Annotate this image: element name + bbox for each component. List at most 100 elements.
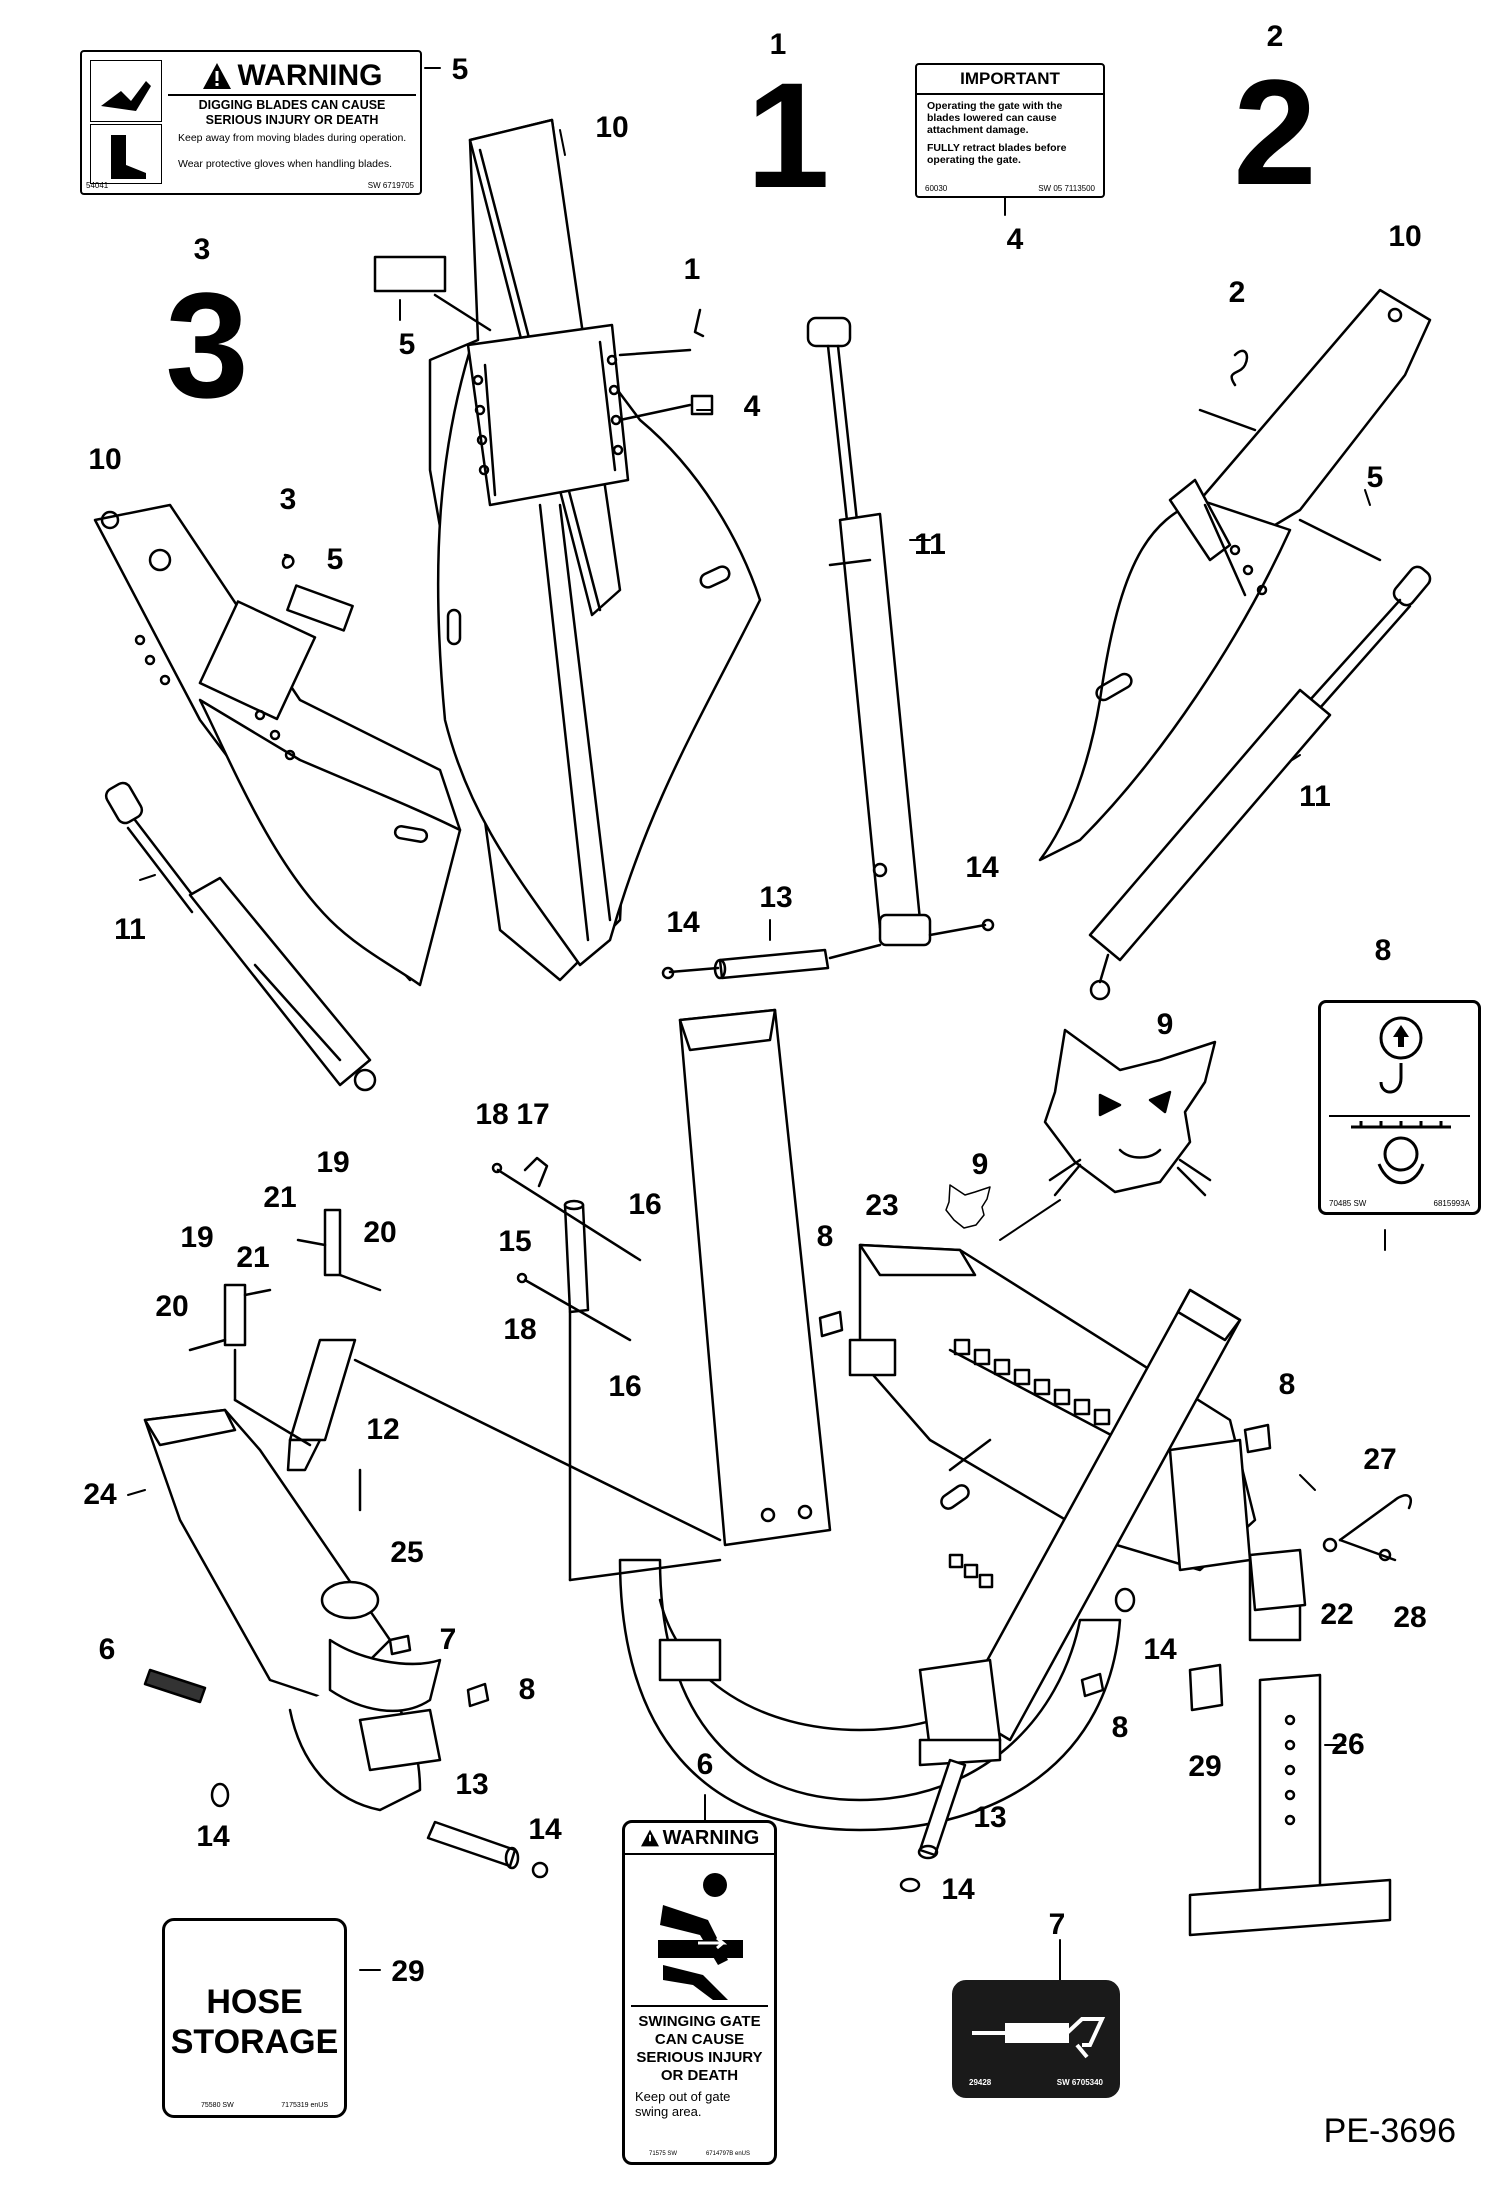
warning6-line1: SWINGING GATE (638, 2013, 761, 2030)
code-right: SW 6719705 (367, 181, 414, 190)
lift-decal-8: 70485 SW 6815993A (1318, 1000, 1481, 1215)
callout: 14 (528, 1813, 562, 1846)
warning6-line3: SERIOUS INJURY (636, 2049, 763, 2066)
hand-blade-icon (90, 60, 162, 122)
callout: 14 (1143, 1633, 1177, 1666)
important-text1: Operating the gate with the blades lower… (927, 100, 1063, 136)
pin-15-hardware (491, 1156, 722, 1582)
code-left: 54041 (86, 181, 109, 190)
callout: 23 (865, 1189, 899, 1222)
important-decal-4: IMPORTANT Operating the gate with the bl… (915, 63, 1105, 198)
callout: 21 (236, 1241, 270, 1274)
warning6-header: WARNING (625, 1823, 774, 1855)
callout: 6 (98, 1633, 116, 1666)
warning6-line4: OR DEATH (660, 2067, 739, 2084)
callout: 8 (1111, 1711, 1129, 1744)
callout: 5 (1366, 461, 1384, 494)
callout: 16 (608, 1370, 642, 1403)
callout: 27 (1363, 1443, 1397, 1476)
code-right: 6714797B enUS (705, 2151, 750, 2157)
hose-line2: STORAGE (170, 2023, 339, 2061)
code-left: 29428 (969, 2078, 992, 2087)
section-number-3: 3 (165, 261, 249, 429)
callout: 5 (398, 328, 416, 361)
pin-13-center (661, 918, 995, 980)
grease-decal-7: 29428 SW 6705340 (952, 1980, 1120, 2098)
grease-gun-icon (972, 2017, 1106, 2059)
callout: 5 (326, 543, 344, 576)
bobcat-logo-icon (1043, 1028, 1217, 1197)
important-title: IMPORTANT (917, 65, 1103, 95)
boot-icon (90, 124, 162, 184)
lift-divider (1329, 1115, 1470, 1117)
code-left: 60030 (925, 184, 948, 193)
callout: 29 (391, 1955, 425, 1988)
callout: 24 (83, 1478, 117, 1511)
callout: 6 (696, 1748, 714, 1781)
callout: 16 (628, 1188, 662, 1221)
callout: 11 (1299, 780, 1331, 813)
callout: 13 (759, 881, 793, 914)
warning-decal-6: WARNING SWINGING GATE CAN CAUSE SERIOUS … (622, 1820, 777, 2165)
section-number-2: 2 (1233, 48, 1317, 216)
callout: 15 (498, 1225, 532, 1258)
callout: 11 (114, 913, 146, 946)
hose-line1: HOSE (206, 1983, 303, 2021)
pin-13-lower (899, 1587, 1136, 1893)
callout: 28 (1393, 1601, 1427, 1634)
blade-assembly-3 (93, 503, 462, 987)
code-left: 70485 SW (1329, 1199, 1367, 1208)
blade-assembly-2 (1038, 288, 1432, 862)
callout: 29 (1188, 1750, 1222, 1783)
callout: 20 (155, 1290, 189, 1323)
bobcat-logo-small-icon (945, 1184, 991, 1229)
warning-triangle-icon (640, 1829, 659, 1847)
callout: 19 (316, 1146, 350, 1179)
callout: 9 (1156, 1008, 1174, 1041)
section-number-1: 1 (746, 51, 830, 219)
callout: 10 (1388, 220, 1422, 253)
callout: 14 (196, 1820, 230, 1853)
warning-line2: SERIOUS INJURY OR DEATH (205, 113, 379, 127)
callout: 22 (1320, 1598, 1354, 1631)
code-right: SW 6705340 (1056, 2078, 1103, 2087)
crush-icon (658, 1873, 743, 2000)
callout: 4 (1006, 223, 1024, 256)
warning-bullet2: Wear protective gloves when handling bla… (178, 158, 393, 170)
callout: 13 (973, 1801, 1007, 1834)
callout: 3 (193, 233, 211, 266)
jack-26 (1188, 1494, 1412, 1937)
callout: 21 (263, 1181, 297, 1214)
callout: 12 (366, 1413, 400, 1446)
callout: 8 (518, 1673, 536, 1706)
cylinder-11-right (1088, 565, 1432, 1001)
main-frame (618, 1008, 1302, 1832)
warning-line1: DIGGING BLADES CAN CAUSE (198, 98, 386, 112)
pin-13-left (210, 1782, 549, 1879)
code-left: 75580 SW (201, 2102, 234, 2109)
arm-24 (143, 1408, 442, 1812)
code-right: 7175319 enUS (281, 2102, 328, 2109)
callout: 14 (965, 851, 999, 884)
code-right: 6815993A (1433, 1199, 1470, 1208)
warning6-divider (631, 2005, 768, 2007)
warning-triangle-icon (202, 63, 231, 89)
cylinder-12 (188, 1208, 722, 1542)
callout: 11 (914, 528, 946, 561)
callout: 8 (816, 1220, 834, 1253)
callout: 18 (503, 1313, 537, 1346)
tiedown-icon (1351, 1121, 1451, 1185)
callout: 20 (363, 1216, 397, 1249)
callout: 8 (1278, 1368, 1296, 1401)
warning6-text: Keep out of gate swing area. (635, 2089, 731, 2119)
callout: 25 (390, 1536, 424, 1569)
warning-bullet1: Keep away from moving blades during oper… (178, 132, 407, 144)
code-right: SW 05 7113500 (1038, 184, 1095, 193)
cylinder-11-left (104, 781, 377, 1092)
callout: 14 (666, 906, 700, 939)
lift-point-icon (1379, 1016, 1423, 1094)
warning6-title: WARNING (662, 1826, 760, 1849)
warning-header: WARNING (168, 58, 416, 96)
callout: 19 (180, 1221, 214, 1254)
